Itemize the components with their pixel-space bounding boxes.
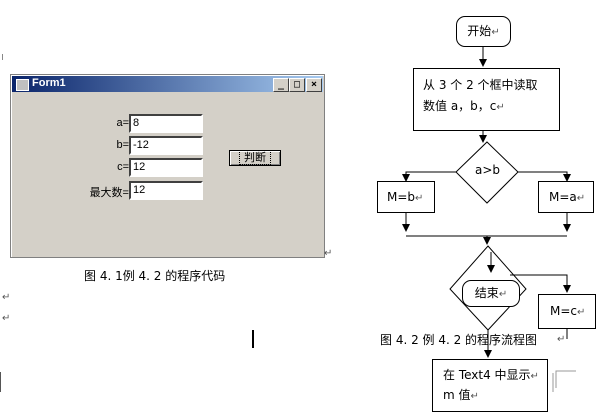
text-cursor [252,330,254,348]
judge-button-label: 判断 [239,150,271,165]
para-mark: ↵ [498,289,508,300]
label-b: b= [116,139,129,151]
close-button[interactable]: × [306,78,322,92]
input-b[interactable]: -12 [129,136,203,155]
maximize-button[interactable]: □ [289,78,305,92]
label-c: c= [117,161,129,173]
flow-read-line1: 从 3 个 2 个框中读取 [423,78,538,92]
label-max: 最大数= [89,187,129,199]
para-mark: ↵ [530,371,539,382]
para-mark: ↵ [2,292,11,303]
para-mark: ↵ [324,248,333,259]
flow-condition-label: a>b [475,163,501,177]
flow-assign-c-label: M=c [550,304,578,318]
flow-assign-c: M=c↵ [538,294,596,329]
decision-diamond-shape [455,141,519,204]
form-titlebar[interactable]: Form1 _ □ × [12,76,323,92]
judge-button[interactable]: 判断 [229,150,281,166]
para-mark: ↵ [470,391,479,402]
flow-start-label: 开始 [467,24,492,38]
flow-read-line2: 数值 a，b，c [423,99,497,113]
form-title: Form1 [32,77,66,89]
flow-assign-b: M=b↵ [377,181,435,213]
form-app-icon [16,79,29,91]
flow-show-line2: m 值 [443,388,471,402]
flow-start: 开始↵ [456,16,511,47]
flow-read-inputs: 从 3 个 2 个框中读取 数值 a，b，c↵ [413,68,560,131]
flow-show-result: 在 Text4 中显示↵ m 值↵ [432,359,548,412]
flow-assign-a-label: M=a [549,190,577,204]
para-mark: ↵ [2,313,11,324]
para-mark: ↵ [496,102,505,113]
para-mark: ↵ [491,27,500,38]
para-mark: ↵ [415,193,424,204]
margin-mark [0,372,1,392]
flow-assign-a: M=a↵ [538,181,594,213]
margin-mark [2,54,3,60]
input-a[interactable]: 8 [129,114,203,133]
flow-end-label: 结束 [474,286,499,300]
caption-figure-4-2: 图 4. 2 例 4. 2 的程序流程图 [380,333,538,347]
form-window: Form1 _ □ × a= 8 b= -12 c= 12 最大数= 12 判断 [10,74,325,258]
para-mark: ↵ [557,334,566,345]
input-max[interactable]: 12 [129,181,203,200]
label-a: a= [116,117,129,129]
minimize-button[interactable]: _ [273,78,289,92]
input-c[interactable]: 12 [129,158,203,177]
flow-show-line1: 在 Text4 中显示 [443,368,531,382]
flow-assign-b-label: M=b [387,190,416,204]
flow-end: 结束↵ [462,280,520,307]
para-mark: ↵ [577,307,586,318]
caption-figure-4-1: 图 4. 1例 4. 2 的程序代码 [84,269,226,283]
para-mark: ↵ [576,193,586,204]
